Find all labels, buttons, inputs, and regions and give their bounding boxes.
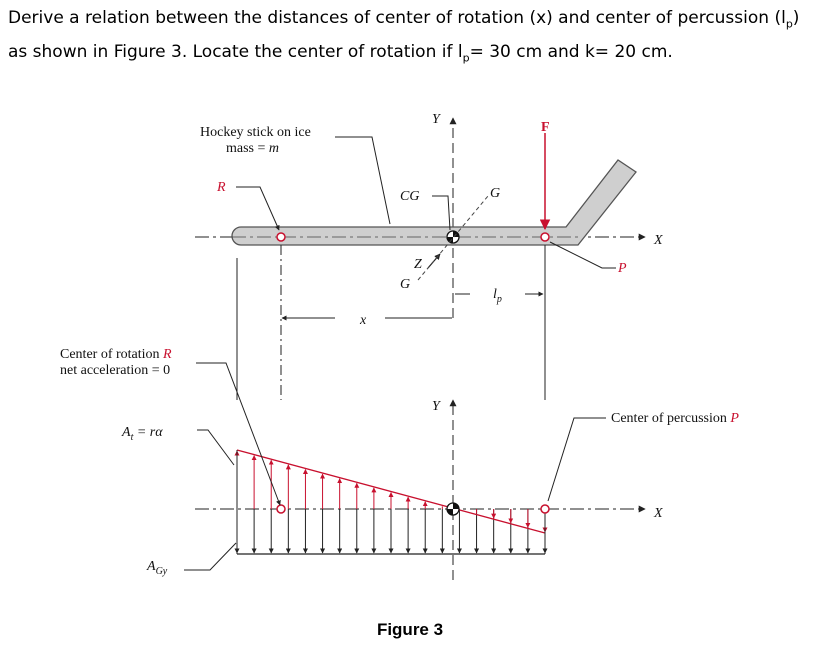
label-lp: lp [493,287,502,305]
leader-center-rotation [196,362,281,506]
label-y-top: Y [432,112,442,127]
label-f: F [541,120,550,135]
point-r-bottom [276,504,286,514]
label-x-top: X [653,233,663,248]
point-p-bottom [540,504,550,514]
label-r-top: R [216,180,226,195]
label-at: At = rα [121,425,163,443]
label-hockey-stick-2: mass = m [226,141,279,156]
cg-symbol-top [446,230,460,244]
point-p-top [540,232,550,242]
leader-hockey-stick [335,136,391,225]
hockey-stick [231,159,637,246]
label-cg: CG [400,189,419,204]
leader-p-top [549,241,616,269]
label-x-bottom: X [653,506,663,521]
label-g-low: G [400,277,410,292]
leader-r-top [236,186,280,231]
uniform-acceleration-arrows [234,509,548,554]
label-p-top: P [617,261,627,276]
leader-cg [432,195,451,231]
label-center-percussion: Center of percussion P [611,411,739,426]
label-x-dimension: x [359,313,367,328]
question-text: Derive a relation between the distances … [8,8,800,65]
label-hockey-stick-1: Hockey stick on ice [200,125,311,140]
label-y-bottom: Y [432,399,442,414]
linear-distribution-line [236,449,546,534]
leader-agy [184,542,237,571]
cg-symbol-bottom [446,502,460,516]
label-agy: AGy [146,559,168,577]
label-z: Z [414,257,422,272]
point-r-top [276,232,286,242]
label-g-top: G [490,186,500,201]
leader-at [197,429,235,466]
label-center-rotation-1: Center of rotation R [60,347,172,362]
figure-caption: Figure 3 [376,620,444,639]
label-center-rotation-2: net acceleration = 0 [60,363,170,378]
leader-center-percussion [547,417,606,502]
